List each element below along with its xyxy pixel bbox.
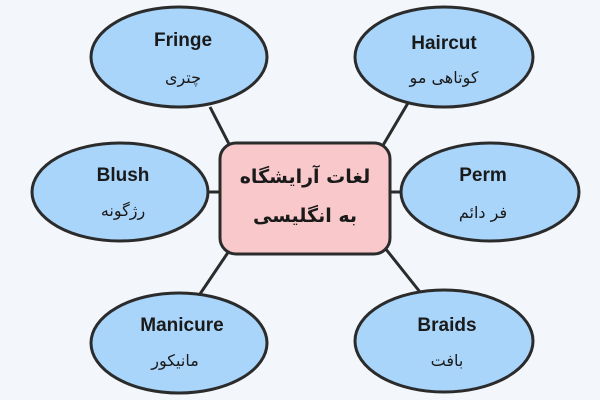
node-perm-en: Perm <box>459 165 507 186</box>
link-braids <box>383 247 422 293</box>
node-manicure-fa: مانیکور <box>150 351 199 371</box>
center-topic-box <box>218 141 392 256</box>
center-title-line2: به انگلیسی <box>253 204 357 227</box>
node-braids-en: Braids <box>417 315 476 336</box>
node-manicure: Manicure مانیکور <box>89 291 269 395</box>
link-manicure <box>198 250 231 295</box>
node-haircut-en: Haircut <box>411 33 477 54</box>
link-haircut <box>380 102 410 148</box>
node-fringe-fa: چتری <box>165 68 201 88</box>
node-fringe: Fringe چتری <box>89 5 269 109</box>
node-braids-fa: بافت <box>431 351 464 370</box>
node-blush: Blush رژگونه <box>30 141 210 243</box>
node-blush-fa: رژگونه <box>101 201 145 221</box>
node-braids: Braids بافت <box>353 288 535 394</box>
node-fringe-en: Fringe <box>154 30 212 51</box>
node-haircut-fa: کوتاهی مو <box>409 68 479 88</box>
node-blush-en: Blush <box>97 165 150 186</box>
node-haircut: Haircut کوتاهی مو <box>353 5 535 109</box>
node-perm: Perm فر دائم <box>399 141 581 243</box>
center-title-line1: لغات آرایشگاه <box>240 164 371 188</box>
node-perm-fa: فر دائم <box>459 203 507 223</box>
link-fringe <box>208 106 231 145</box>
node-manicure-en: Manicure <box>140 315 223 336</box>
